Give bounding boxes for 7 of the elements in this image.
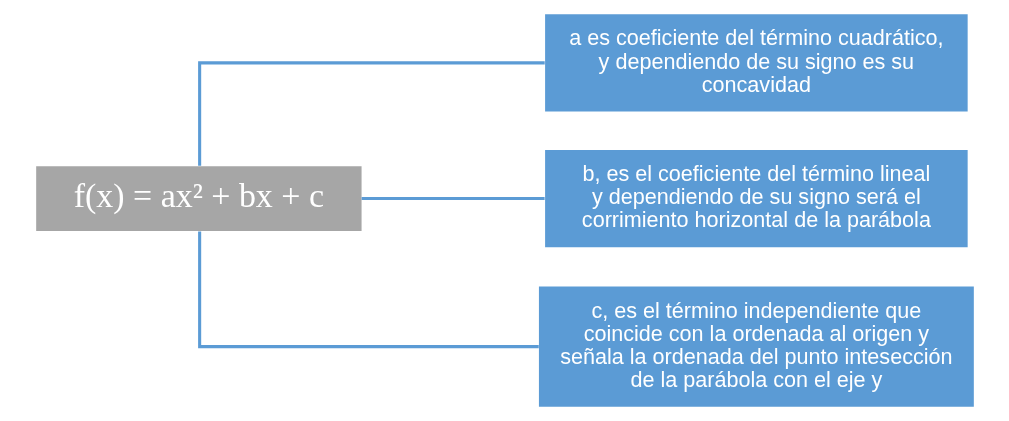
connector — [197, 231, 539, 349]
node-box: c, es el término independiente que coincide con la ordenada al origen y señala la ordenada del punto intesección de la parábola con el eje y — [538, 286, 974, 407]
node-box: a es coeficiente del término cuadrático, y dependiendo de su signo es su concavidad — [544, 14, 968, 112]
node-box: b, es el coeficiente del término lineal y dependiendo de su signo será el corrimiento horizontal de la parábola — [544, 149, 968, 248]
connector — [197, 61, 545, 166]
connector — [361, 197, 545, 201]
node-box: f(x) = ax² + bx + c — [35, 166, 362, 231]
